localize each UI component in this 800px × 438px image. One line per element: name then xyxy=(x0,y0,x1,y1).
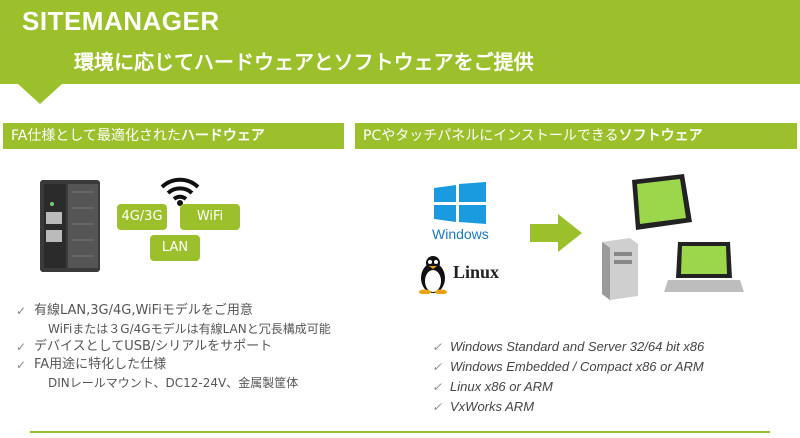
header-subtitle: 環境に応じてハードウェアとソフトウェアをご提供 xyxy=(74,50,534,74)
wifi-icon xyxy=(160,177,200,206)
software-bullet: ✓VxWorks ARM xyxy=(432,397,704,417)
linux-label: Linux xyxy=(453,262,500,282)
pill-4g3g: 4G/3G xyxy=(117,204,167,230)
check-icon: ✓ xyxy=(16,304,27,318)
windows-label: Windows xyxy=(432,226,489,242)
pc-tower-icon xyxy=(602,238,638,300)
software-bullets: ✓Windows Standard and Server 32/64 bit x… xyxy=(432,337,704,417)
brand-title: SITEMANAGER xyxy=(22,6,220,36)
hardware-bullet: ✓有線LAN,3G/4G,WiFiモデルをご用意 xyxy=(16,303,253,318)
hardware-bar-text: FA仕様として最適化された xyxy=(11,128,181,144)
software-bullet: ✓Windows Standard and Server 32/64 bit x… xyxy=(432,337,704,357)
hardware-section-bar: FA仕様として最適化されたハードウェア xyxy=(3,123,344,149)
software-bar-bold: ソフトウェア xyxy=(618,128,703,144)
sitemanager-device-icon xyxy=(40,180,100,272)
linux-tux-icon xyxy=(419,256,447,294)
check-icon: ✓ xyxy=(432,400,443,414)
pill-wifi: WiFi xyxy=(180,204,240,230)
check-icon: ✓ xyxy=(432,360,443,374)
touch-panel-icon xyxy=(632,174,692,230)
header-banner: SITEMANAGER 環境に応じてハードウェアとソフトウェアをご提供 xyxy=(0,0,800,84)
hardware-bullet-sub: WiFiまたは３G/4Gモデルは有線LANと冗長構成可能 xyxy=(48,322,331,336)
software-bar-text: PCやタッチパネルにインストールできる xyxy=(363,128,619,144)
software-bullet: ✓Windows Embedded / Compact x86 or ARM xyxy=(432,357,704,377)
check-icon: ✓ xyxy=(432,340,443,354)
footer-divider xyxy=(30,431,770,433)
check-icon: ✓ xyxy=(16,358,27,372)
software-bullet: ✓Linux x86 or ARM xyxy=(432,377,704,397)
hardware-bullet: ✓デバイスとしてUSB/シリアルをサポート xyxy=(16,339,273,354)
hardware-bar-bold: ハードウェア xyxy=(180,128,265,144)
hardware-bullets: ✓有線LAN,3G/4G,WiFiモデルをご用意 WiFiまたは３G/4Gモデル… xyxy=(16,302,331,392)
check-icon: ✓ xyxy=(432,380,443,394)
hardware-bullet: ✓FA用途に特化した仕様 xyxy=(16,357,167,372)
arrow-right-icon xyxy=(530,214,582,252)
windows-logo-icon xyxy=(434,182,486,224)
check-icon: ✓ xyxy=(16,340,27,354)
pill-lan: LAN xyxy=(150,235,200,261)
hardware-bullet-sub: DINレールマウント、DC12-24V、金属製筐体 xyxy=(48,376,299,390)
laptop-icon xyxy=(664,242,744,292)
software-section-bar: PCやタッチパネルにインストールできるソフトウェア xyxy=(355,123,797,149)
header-notch xyxy=(18,84,62,104)
